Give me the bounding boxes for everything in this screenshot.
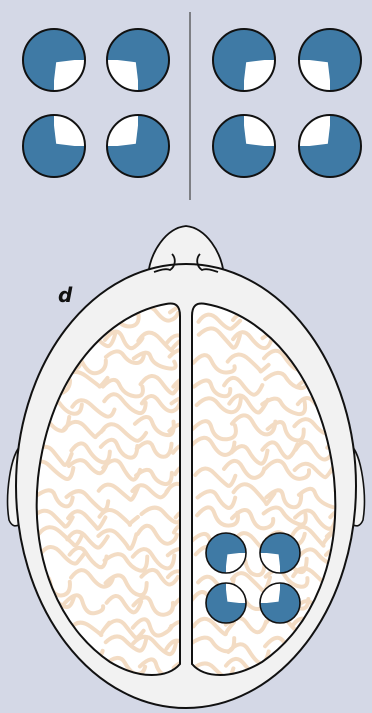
gyrus-curve bbox=[334, 311, 371, 325]
gyrus-curve bbox=[335, 331, 372, 349]
inducer-group-top-left bbox=[23, 29, 169, 177]
pacman-inducer-upper-left bbox=[299, 115, 361, 177]
panel-label: d bbox=[58, 283, 73, 307]
pacman-inducer-upper-right bbox=[23, 115, 85, 177]
gyrus-curve bbox=[329, 600, 372, 619]
pacman-inducer-upper-left bbox=[260, 583, 300, 623]
pacman-inducer-lower-left bbox=[260, 533, 300, 573]
gyrus-curve bbox=[333, 665, 369, 683]
gyrus-curve bbox=[31, 665, 70, 683]
gyrus-curve bbox=[296, 665, 335, 681]
gyrus-curve bbox=[330, 358, 371, 375]
pacman-inducer-lower-left bbox=[299, 29, 361, 91]
inducer-group-top-right bbox=[213, 29, 361, 177]
pacman-inducer-upper-right bbox=[206, 583, 246, 623]
pacman-inducer-lower-right bbox=[23, 29, 85, 91]
pacman-inducer-upper-left bbox=[107, 115, 169, 177]
gyrus-curve bbox=[331, 614, 372, 631]
pacman-inducer-lower-left bbox=[107, 29, 169, 91]
pacman-inducer-lower-right bbox=[206, 533, 246, 573]
gyrus-curve bbox=[332, 640, 371, 657]
pacman-inducer-upper-right bbox=[213, 115, 275, 177]
pacman-inducer-lower-right bbox=[213, 29, 275, 91]
